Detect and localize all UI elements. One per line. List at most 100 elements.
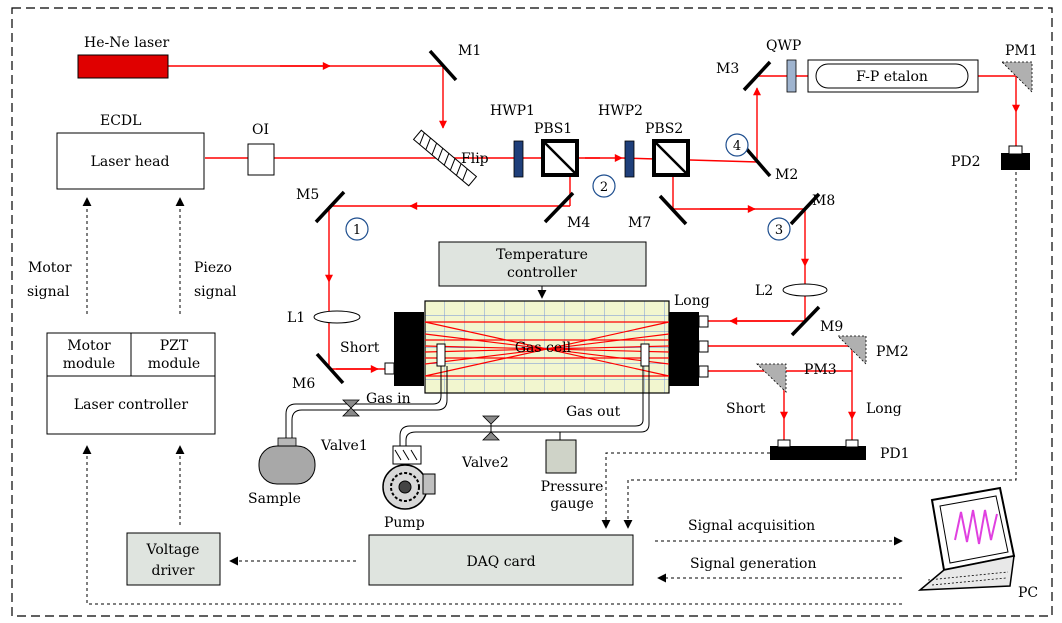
pressure-gauge-label-1: Pressure bbox=[541, 479, 604, 495]
pd1-label: PD1 bbox=[880, 446, 910, 462]
ecdl-label: ECDL bbox=[100, 113, 141, 129]
l2-label: L2 bbox=[755, 283, 773, 299]
long-label-top: Long bbox=[674, 293, 710, 309]
temperature-controller bbox=[438, 241, 647, 287]
hwp1-label: HWP1 bbox=[490, 103, 535, 119]
he-ne-laser bbox=[77, 54, 169, 79]
hwp2 bbox=[624, 140, 635, 178]
voltage-driver-label-1: Voltage bbox=[146, 542, 200, 558]
hwp1 bbox=[513, 140, 524, 178]
svg-text:3: 3 bbox=[775, 223, 783, 238]
oi-label: OI bbox=[252, 122, 269, 138]
piezo-signal-label-1: Piezo bbox=[194, 260, 232, 276]
lens-l1 bbox=[313, 310, 361, 324]
pd2 bbox=[1001, 153, 1030, 170]
pd2-label: PD2 bbox=[951, 154, 981, 170]
m8-label: M8 bbox=[812, 193, 835, 209]
pc-laptop-icon bbox=[917, 486, 1016, 591]
laser-head-box bbox=[56, 132, 205, 190]
port-short-out bbox=[698, 365, 709, 378]
mirror-m1 bbox=[428, 49, 458, 82]
signal-acquisition-label: Signal acquisition bbox=[688, 518, 815, 534]
path-circle-3: 3 bbox=[767, 217, 791, 241]
pm1-label: PM1 bbox=[1005, 43, 1038, 59]
pm2-mirror bbox=[837, 335, 867, 365]
pd1 bbox=[770, 446, 866, 460]
mirror-m8 bbox=[789, 192, 821, 226]
m4-label: M4 bbox=[567, 215, 590, 231]
sample-bottle-icon bbox=[258, 437, 316, 485]
daq-card-label: DAQ card bbox=[466, 554, 535, 570]
port-long-in bbox=[698, 315, 709, 328]
valve1-icon bbox=[342, 399, 360, 417]
long-beam-label: Long bbox=[866, 401, 902, 417]
gas-in-label: Gas in bbox=[366, 391, 411, 407]
pm1-mirror bbox=[1001, 61, 1033, 93]
pressure-gauge-icon bbox=[545, 439, 577, 474]
pm3-mirror bbox=[756, 363, 787, 393]
pm3-label: PM3 bbox=[804, 362, 837, 378]
mirror-m7 bbox=[658, 194, 688, 226]
m6-label: M6 bbox=[292, 376, 315, 392]
motor-module-label-2: module bbox=[63, 356, 115, 372]
pbs1 bbox=[541, 139, 579, 177]
mirror-m9 bbox=[790, 305, 821, 337]
pzt-module-label-2: module bbox=[148, 356, 200, 372]
signal-lines bbox=[82, 172, 1017, 605]
pzt-module-label-1: PZT bbox=[160, 338, 189, 354]
pbs2-label: PBS2 bbox=[645, 121, 683, 137]
piezo-signal-label-2: signal bbox=[194, 284, 237, 300]
path-circle-1: 1 bbox=[345, 217, 369, 241]
mirror-m5 bbox=[314, 190, 346, 224]
m5-label: M5 bbox=[296, 187, 319, 203]
svg-text:1: 1 bbox=[353, 223, 361, 238]
voltage-driver-label-2: driver bbox=[151, 563, 194, 579]
gas-cell bbox=[394, 300, 699, 394]
fp-etalon-label: F-P etalon bbox=[856, 69, 928, 85]
pbs2 bbox=[652, 139, 690, 177]
pbs1-label: PBS1 bbox=[534, 121, 572, 137]
motor-signal-label-2: signal bbox=[27, 284, 70, 300]
gas-cell-label: Gas cell bbox=[515, 340, 572, 356]
temp-controller-label-1: Temperature bbox=[496, 247, 588, 263]
l1-label: L1 bbox=[287, 310, 305, 326]
pressure-gauge-label-2: gauge bbox=[550, 496, 594, 512]
motor-module-label-1: Motor bbox=[67, 338, 111, 354]
pump-icon bbox=[382, 445, 436, 510]
temp-controller-label-2: controller bbox=[507, 265, 577, 281]
voltage-driver-box bbox=[126, 532, 221, 586]
sample-label: Sample bbox=[248, 491, 301, 507]
m9-label: M9 bbox=[820, 319, 843, 335]
qwp-label: QWP bbox=[766, 38, 801, 54]
qwp bbox=[786, 59, 797, 93]
laser-controller-label: Laser controller bbox=[74, 397, 189, 413]
mirror-m3 bbox=[742, 60, 772, 92]
daq-card-box bbox=[368, 534, 634, 586]
optical-isolator bbox=[247, 143, 275, 176]
port-left bbox=[384, 362, 395, 375]
short-label-left: Short bbox=[340, 340, 380, 356]
svg-text:4: 4 bbox=[733, 139, 741, 154]
fp-etalon-tube bbox=[815, 63, 969, 89]
port-long-out bbox=[698, 340, 709, 353]
pm2-label: PM2 bbox=[876, 344, 909, 360]
pump-label: Pump bbox=[384, 515, 425, 531]
flip-mirror bbox=[412, 129, 478, 187]
pc-label: PC bbox=[1018, 585, 1038, 601]
outer-frame bbox=[11, 7, 1053, 617]
hwp2-label: HWP2 bbox=[598, 103, 643, 119]
lens-l2 bbox=[782, 283, 828, 297]
valve1-label: Valve1 bbox=[320, 438, 368, 454]
m7-label: M7 bbox=[628, 215, 651, 231]
short-beam-label: Short bbox=[726, 401, 766, 417]
mirror-m4 bbox=[543, 191, 575, 224]
valve2-label: Valve2 bbox=[461, 455, 509, 471]
gas-out-label: Gas out bbox=[566, 404, 621, 420]
he-ne-laser-label: He-Ne laser bbox=[84, 35, 170, 51]
path-circle-2: 2 bbox=[592, 174, 616, 198]
valve2-icon bbox=[482, 415, 500, 441]
path-circle-4: 4 bbox=[725, 133, 749, 157]
mirror-m2 bbox=[742, 144, 772, 178]
pd2-window bbox=[1008, 145, 1023, 155]
m1-label: M1 bbox=[458, 43, 481, 59]
